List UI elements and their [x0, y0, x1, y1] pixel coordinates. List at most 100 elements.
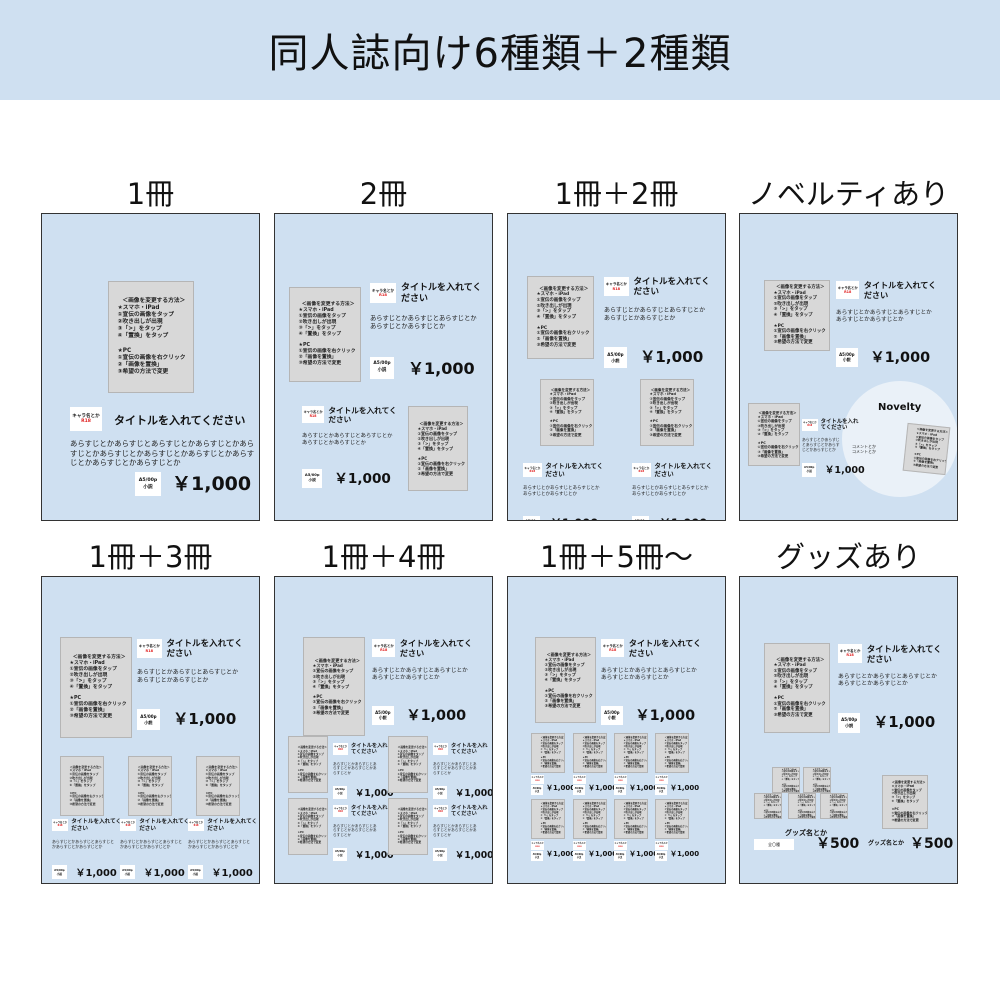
instruction-line: ③「>」をタップ [417, 441, 449, 446]
instruction-line: ②「画像を置換」 [664, 827, 683, 831]
synopsis: あらすじとかあらすじとあらすじとかあらすじとかあらすじとか [523, 486, 600, 497]
instruction-line: ②吹き出しが出現 [117, 319, 163, 326]
instruction-line: ★PC [297, 831, 304, 835]
instruction-line: ＜画像を変更する方法＞ [122, 297, 186, 304]
instruction-line: ★PC [397, 831, 404, 835]
rating-badge: R18 [438, 747, 443, 751]
instruction-line: ②「画像を置換」 [69, 708, 108, 714]
instruction-line: ★スマホ・iPad [812, 768, 828, 771]
instruction-line: ★スマホ・iPad [536, 292, 570, 298]
instruction-line: ④「置換」をタップ [297, 762, 322, 766]
instruction-line: ②「画像を置換」 [773, 334, 809, 340]
instruction-line: ③「>」をタップ [891, 795, 916, 800]
instruction-line: ★PC [781, 783, 787, 786]
instruction-line: ②吹き出しが出現 [397, 756, 419, 760]
instruction-line: ③希望の方法で変更 [397, 841, 422, 845]
instruction-line: ②「画像を置換」 [781, 788, 798, 791]
instruction-line: ★PC [544, 687, 555, 693]
instruction-line: ①宣伝の画像を右クリック [891, 810, 928, 815]
rating-badge: R18 [638, 470, 645, 474]
cover-image-placeholder: ＜画像を変更する方法＞★スマホ・iPad①宣伝の画像をタップ②吹き出しが出現③「… [772, 767, 800, 793]
instruction-line: ★スマホ・iPad [298, 307, 334, 313]
instruction-line: ①宣伝の画像を右クリック [623, 825, 648, 829]
instruction-line: ②吹き出しが出現 [582, 744, 601, 748]
instruction-line: ②「画像を置換」 [891, 814, 916, 819]
instruction-line: ★PC [812, 783, 818, 786]
instruction-line: ②吹き出しが出現 [891, 791, 916, 796]
instruction-line: ①宣伝の画像を右クリック [297, 772, 328, 776]
instruction-line: ③希望の方法で変更 [549, 432, 582, 437]
instruction-line: ＜画像を変更する方法＞ [540, 802, 565, 806]
instruction-line: ③希望の方法で変更 [664, 830, 685, 834]
instruction-line: ★PC [536, 325, 548, 331]
instruction-line: ③「>」をタップ [297, 759, 319, 763]
instruction-line [118, 341, 193, 348]
instruction-line: ④「置換」をタップ [797, 804, 816, 807]
instruction-line: ①宣伝の画像をタップ [549, 396, 586, 401]
instruction-line: ③希望の方法で変更 [417, 471, 454, 476]
instruction-line: ②「画像を置換」 [763, 814, 780, 817]
instruction-line: ★スマホ・iPad [397, 811, 418, 815]
instruction-line: ③「>」をタップ [623, 747, 641, 751]
instruction-line: ④「置換」をタップ [297, 824, 322, 828]
instruction-line: ②「画像を置換」 [69, 797, 93, 802]
instruction-line: ②吹き出しが出現 [297, 818, 319, 822]
price: ￥1,000 [640, 348, 704, 367]
instruction-line: ③希望の方法で変更 [757, 453, 789, 458]
instruction-line: ③希望の方法で変更 [763, 817, 782, 819]
instruction-line: ＜画像を変更する方法＞ [205, 764, 238, 769]
instruction-line: ＜画像を変更する方法＞ [137, 764, 170, 769]
spec-size: A5/00p [140, 713, 157, 719]
rating-badge: R18 [57, 824, 63, 828]
instruction-line: ④「置換」をタップ [137, 783, 164, 788]
synopsis: あらすじとかあらすじとあらすじとかあらすじとかあらすじとか [836, 309, 932, 324]
spec-genre: 小説 [617, 790, 623, 793]
tag-name: キャラ名とか [655, 843, 668, 846]
spec-genre: 小説 [337, 792, 343, 796]
instruction-line: ★PC [829, 809, 835, 812]
price: ￥1,000 [172, 473, 252, 495]
instruction-line: ＜画像を変更する方法＞ [72, 654, 126, 660]
instruction-line: ★スマホ・iPad [205, 768, 228, 773]
instruction-line: ①宣伝の画像をタップ [397, 814, 424, 818]
synopsis: あらすじとかあらすじとあらすじとかあらすじとかあらすじとか [802, 437, 840, 452]
instruction-line: ①宣伝の画像を右クリック [797, 812, 816, 815]
tag-name: キャラ名とか [434, 807, 447, 811]
rating-badge: R18 [535, 845, 540, 848]
instruction-line: ③希望の方法で変更 [891, 818, 919, 823]
instruction-line: ②吹き出しが出現 [757, 423, 785, 428]
spec-size: A5/00p [656, 852, 666, 856]
book-title: タイトルを入れてください [628, 638, 702, 658]
instruction-line: ①宣伝の画像を右クリック [69, 702, 127, 708]
instruction-line: ★PC [397, 769, 404, 773]
instruction-line: ★PC [773, 323, 785, 329]
spec-genre: 小説 [845, 723, 854, 729]
instruction-line: ③「>」をタップ [797, 802, 814, 805]
spec-size: A5/00p [532, 786, 542, 790]
spec-genre: 小説 [842, 357, 851, 363]
instruction-line: ★スマホ・iPad [312, 663, 343, 669]
instruction-line: ④「置換」をタップ [117, 333, 169, 340]
price: ￥1,000 [588, 784, 618, 792]
tag-name: キャラ名とか [531, 843, 544, 846]
instruction-line: ②「画像を置換」 [417, 466, 450, 471]
tag-name: キャラ名とか [138, 644, 160, 649]
spec-genre: 小説 [617, 856, 623, 859]
instruction-line: ★PC [540, 756, 546, 760]
spec-size: A5/00p [604, 709, 620, 715]
instruction-line: ③「>」をタップ [117, 326, 162, 333]
instruction-line: ③希望の方法で変更 [582, 830, 603, 834]
instruction-line: ③希望の方法で変更 [544, 702, 581, 708]
tag-name: キャラ名とか [334, 745, 347, 749]
instruction-line: ★PC [773, 696, 785, 702]
book-title: タイトルを入れてください [450, 743, 488, 756]
